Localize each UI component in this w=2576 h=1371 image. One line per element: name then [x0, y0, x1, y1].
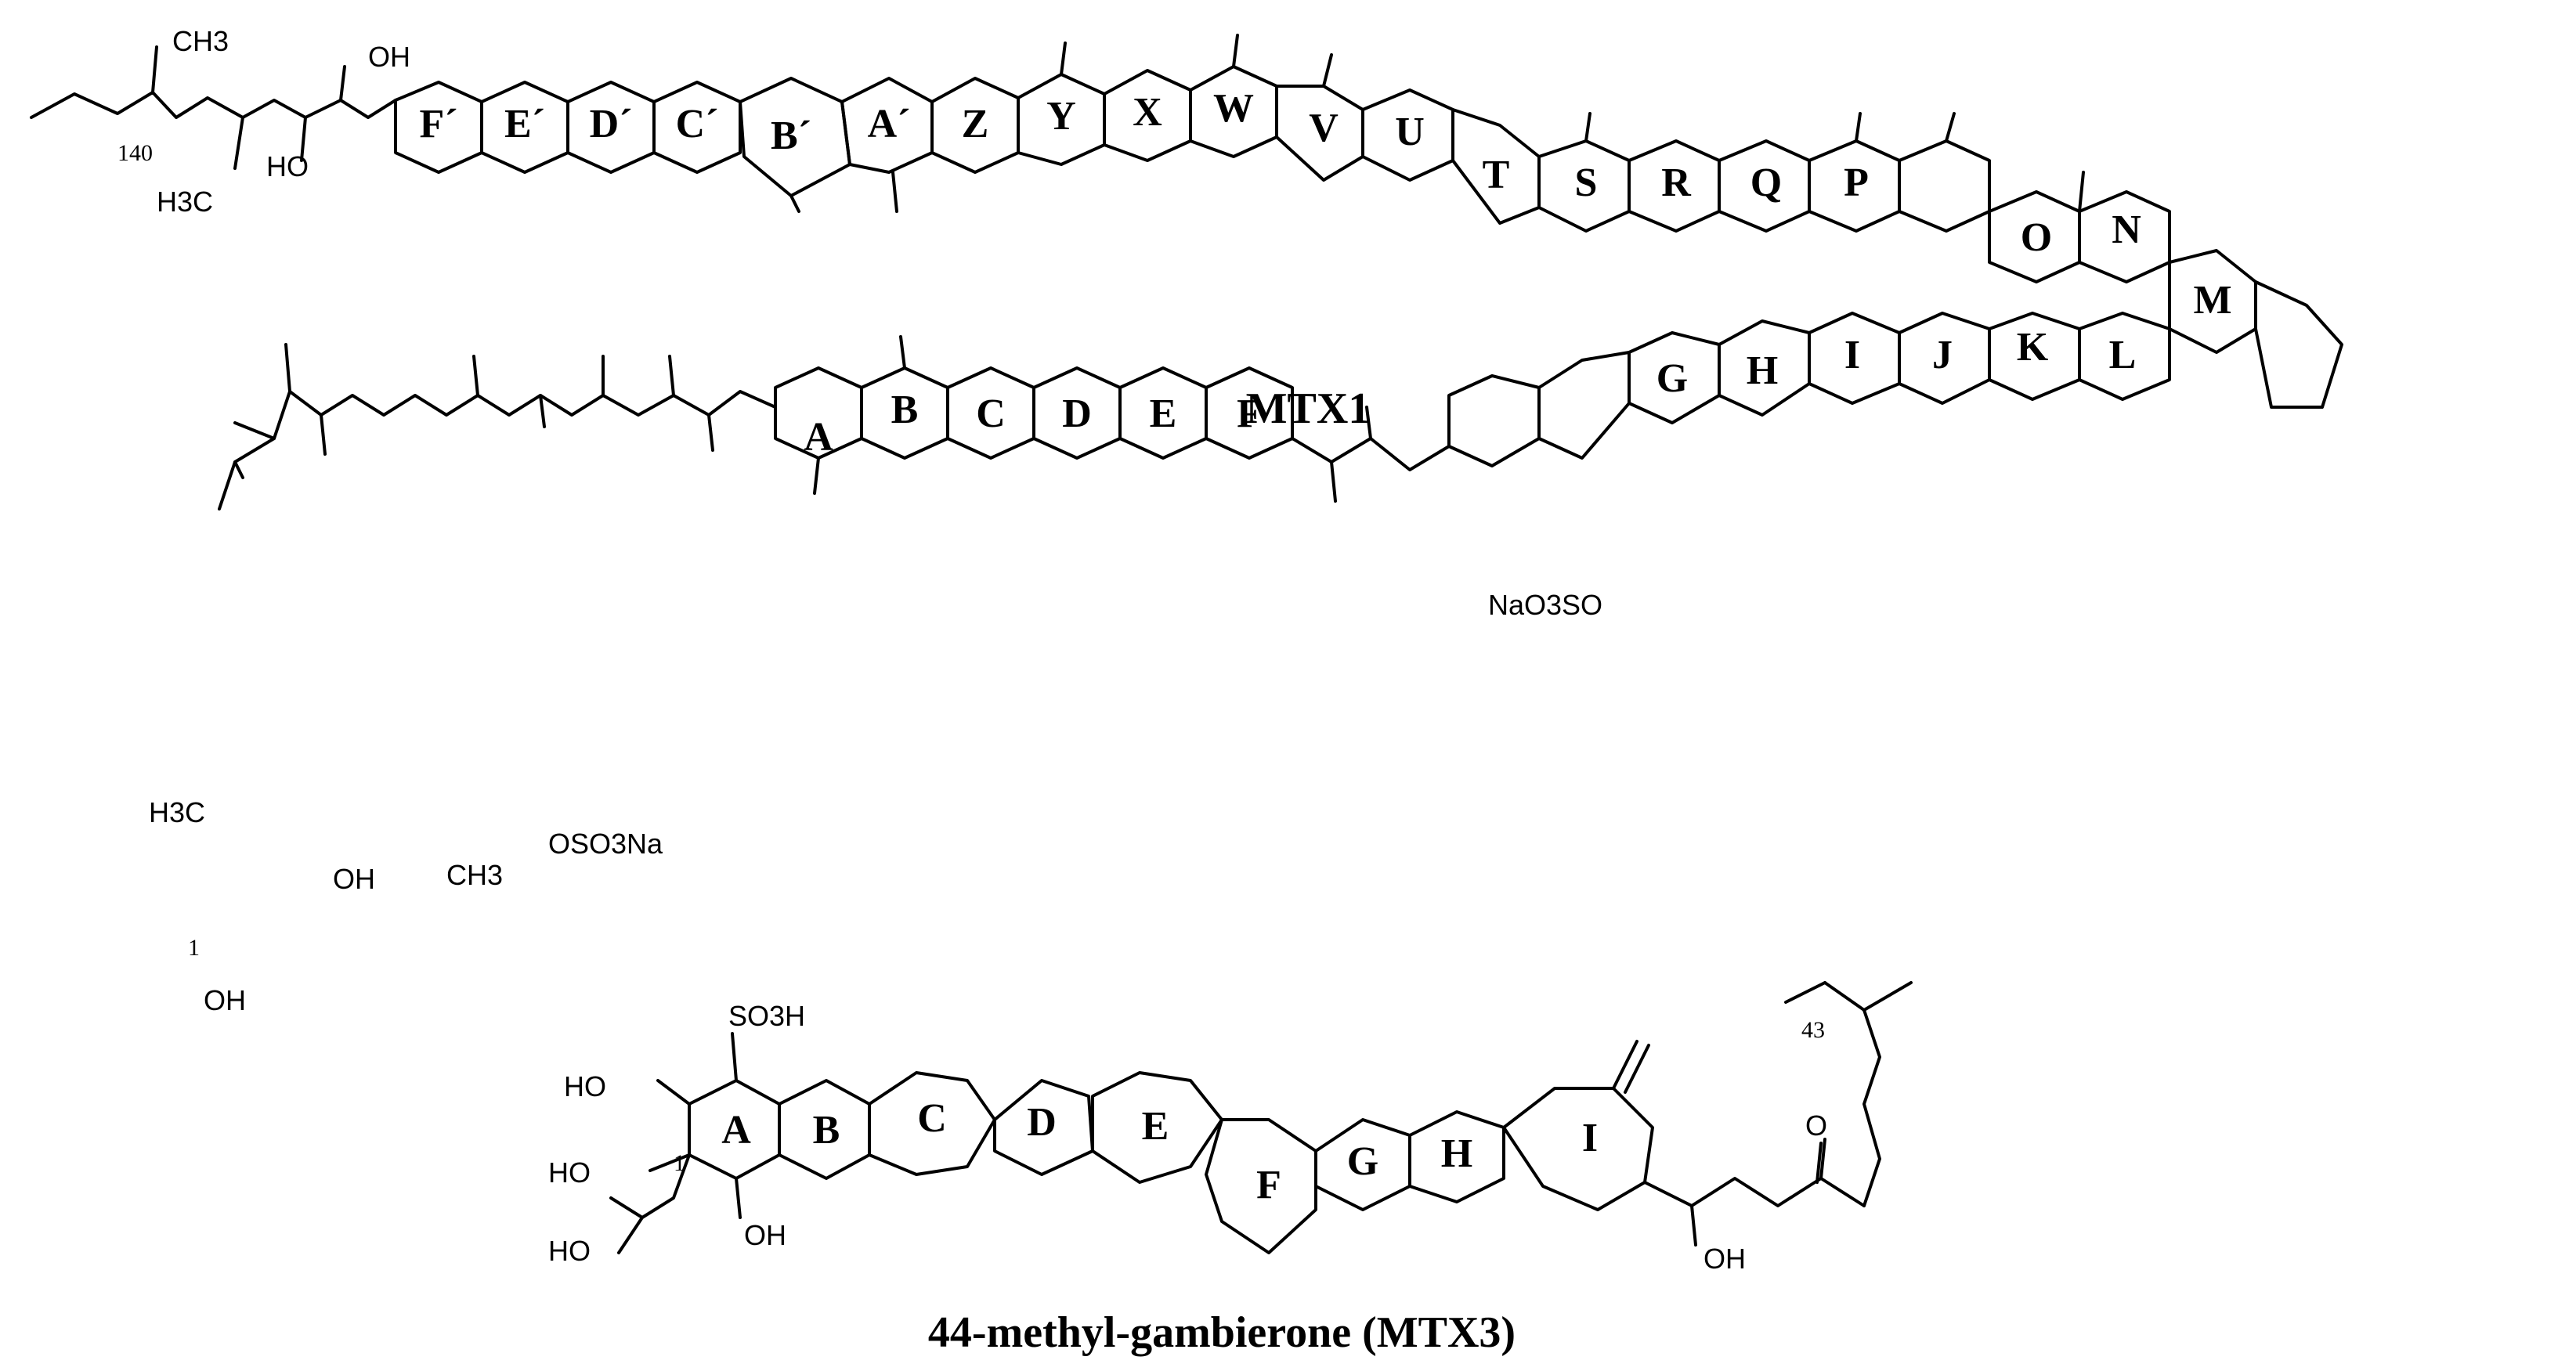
mtx1-terminal-methyl: H3C: [149, 796, 205, 828]
ring-label-mtx1-e-prime: E´: [504, 102, 545, 146]
ring-label-mtx1-p: P: [1844, 161, 1869, 205]
ring-label-mtx3-d: D: [1027, 1100, 1057, 1145]
ring-label-mtx3-b: B: [813, 1108, 840, 1153]
ring-label-mtx1-e: E: [1150, 391, 1177, 436]
ring-label-mtx1-t: T: [1483, 153, 1510, 197]
ring-label-mtx3-g: G: [1347, 1139, 1378, 1184]
ring-label-mtx1-o: O: [2021, 215, 2052, 260]
ring-label-mtx1-c-prime: C´: [676, 102, 719, 146]
ring-label-mtx1-i: I: [1844, 333, 1860, 377]
ring-label-mtx1-b-prime: B´: [771, 114, 811, 158]
ring-label-mtx1-d: D: [1062, 391, 1092, 436]
mtx1-terminal-hydroxyl: OH: [204, 984, 246, 1016]
mtx1-sulfate-lower: OSO3Na: [548, 828, 663, 860]
mtx1-chain-hydroxyl: OH: [333, 863, 375, 895]
mtx3-hydroxyl-side: OH: [1703, 1243, 1746, 1275]
mtx3-hydroxyl-a: HO: [564, 1070, 606, 1102]
ring-label-mtx1-x: X: [1133, 90, 1162, 135]
compound-title-mtx3: 44-methyl-gambierone (MTX3): [928, 1308, 1516, 1357]
ring-label-mtx1-a: A: [804, 415, 833, 460]
ring-label-mtx3-i: I: [1582, 1116, 1598, 1160]
mtx1-upper-chain: [30, 34, 2171, 283]
ring-label-mtx1-u: U: [1395, 110, 1425, 154]
substituent-labels: CH3 H3C OH HO NaO3SO OSO3Na H3C CH3 OH O…: [149, 25, 1827, 1275]
ring-label-mtx1-s: S: [1575, 161, 1598, 205]
ring-label-mtx3-f: F: [1256, 1163, 1281, 1207]
ring-label-mtx3-a: A: [721, 1108, 751, 1153]
mtx1-methyl-label: CH3: [172, 25, 229, 57]
ring-label-mtx1-g: G: [1657, 356, 1688, 401]
mtx3-hydroxyl-a-lower: OH: [744, 1219, 786, 1251]
ring-labels: F´ E´ D´ C´ B´ A´ Z Y X W V U T S R Q P …: [419, 86, 2231, 1207]
mtx3-position-1: 1: [674, 1150, 685, 1176]
mtx1-hydroxyl-top: OH: [368, 41, 410, 73]
ring-label-mtx1-f-prime: F´: [419, 102, 457, 146]
mtx1-lower-chain: [218, 249, 2343, 511]
ring-label-mtx1-d-prime: D´: [590, 102, 633, 146]
ring-label-mtx1-m: M: [2193, 278, 2231, 323]
mtx1-chain-methyl: CH3: [446, 859, 503, 891]
ring-label-mtx1-a-prime: A´: [868, 102, 911, 146]
mtx3-ketone-oxygen: O: [1805, 1109, 1827, 1142]
ring-label-mtx1-b: B: [891, 388, 919, 432]
ring-label-mtx3-e: E: [1142, 1104, 1169, 1149]
mtx3-hydroxyl-chain: HO: [548, 1156, 591, 1189]
position-labels: 140 1 43 1: [117, 140, 1825, 1176]
ring-label-mtx1-f: F: [1237, 391, 1262, 436]
ring-label-mtx1-j: J: [1932, 333, 1953, 377]
ring-label-mtx1-l: L: [2109, 333, 2137, 377]
ring-label-mtx1-c: C: [976, 391, 1006, 436]
ring-label-mtx3-c: C: [917, 1096, 947, 1141]
mtx3-hydroxyl-end: HO: [548, 1235, 591, 1267]
ring-label-mtx1-n: N: [2112, 207, 2141, 252]
mtx1-dimethyl-label: H3C: [157, 186, 213, 218]
mtx1-position-1: 1: [188, 935, 200, 961]
mtx1-sulfate-upper: NaO3SO: [1488, 589, 1602, 621]
mtx3-position-43: 43: [1801, 1017, 1825, 1043]
ring-label-mtx1-h: H: [1747, 348, 1778, 393]
ring-label-mtx1-y: Y: [1046, 94, 1076, 139]
ring-label-mtx1-z: Z: [962, 102, 989, 146]
ring-label-mtx1-k: K: [2017, 325, 2049, 370]
compound-title-mtx1: MTX1: [1246, 384, 1371, 433]
mtx3-chain: [609, 981, 1913, 1254]
mtx1-position-140: 140: [117, 140, 153, 166]
compound-titles: MTX1 44-methyl-gambierone (MTX3): [928, 384, 1516, 1357]
mtx1-hydroxyl-side: HO: [266, 150, 309, 182]
ring-label-mtx3-h: H: [1441, 1131, 1472, 1176]
ring-label-mtx1-r: R: [1661, 161, 1692, 205]
ring-label-mtx1-q: Q: [1750, 161, 1782, 205]
ring-label-mtx1-w: W: [1213, 86, 1254, 131]
ring-label-mtx1-v: V: [1309, 106, 1339, 150]
mtx3-sulfonic-acid: SO3H: [728, 1000, 805, 1032]
